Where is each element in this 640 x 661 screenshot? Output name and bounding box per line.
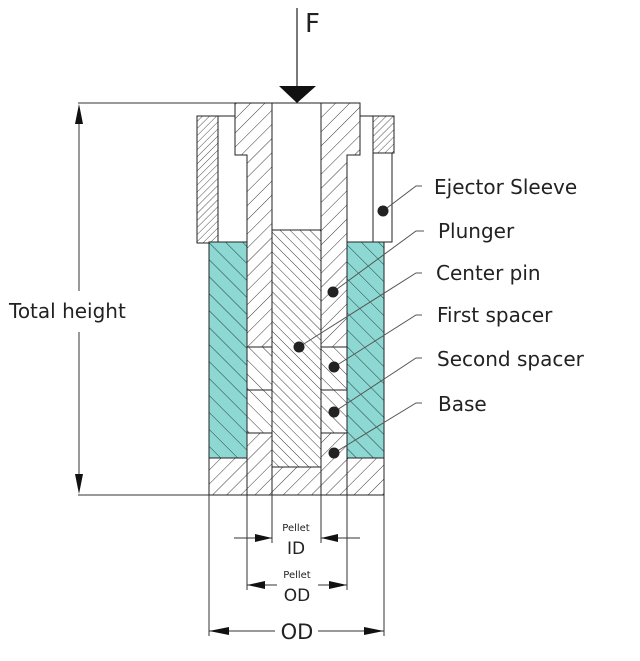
dot-center-pin (293, 341, 305, 353)
label-ejector-sleeve: Ejector Sleeve (434, 175, 577, 199)
arrow-right-icon (329, 581, 347, 589)
bottom-dimensions (208, 495, 385, 636)
pellet-od-label: OD (284, 586, 310, 606)
pellet-id-prefix: Pellet (282, 523, 310, 534)
leader-first-spacer (333, 314, 422, 368)
arrow-up-icon (75, 104, 83, 124)
dot-ejector-sleeve (377, 205, 389, 217)
dimension-labels: Pellet ID Pellet OD OD (281, 523, 314, 644)
label-second-spacer: Second spacer (437, 347, 585, 371)
arrow-right-icon (255, 534, 272, 542)
od-label: OD (281, 620, 314, 644)
leader-plunger (332, 230, 424, 293)
label-first-spacer: First spacer (437, 303, 553, 327)
total-height-label: Total height (8, 299, 126, 323)
leader-base (333, 402, 422, 454)
pellet-id-label: ID (287, 539, 305, 559)
total-height-dimension: Total height (8, 102, 235, 496)
label-plunger: Plunger (438, 219, 515, 243)
leader-ejector-sleeve (382, 185, 422, 212)
dot-second-spacer (328, 406, 340, 418)
label-center-pin: Center pin (436, 261, 541, 285)
arrow-left-icon (247, 581, 265, 589)
force-label: F (305, 9, 320, 39)
callouts (298, 185, 424, 454)
arrow-left-icon (209, 627, 229, 635)
dot-first-spacer (328, 361, 340, 373)
arrow-right-icon (364, 627, 384, 635)
arrow-left-icon (321, 534, 338, 542)
leader-center-pin (298, 272, 422, 348)
force-arrowhead-icon (279, 86, 316, 103)
pellet-od-prefix: Pellet (283, 570, 311, 581)
leader-second-spacer (333, 357, 422, 413)
callout-dots (293, 205, 389, 459)
dimension-arrows (209, 534, 384, 635)
ejector-sleeve (196, 115, 395, 244)
dot-plunger (327, 286, 339, 298)
dot-base (328, 447, 340, 459)
arrow-down-icon (75, 474, 83, 494)
force-arrow: F (279, 8, 320, 103)
callout-labels: Ejector Sleeve Plunger Center pin First … (434, 175, 585, 416)
label-base: Base (438, 392, 487, 416)
